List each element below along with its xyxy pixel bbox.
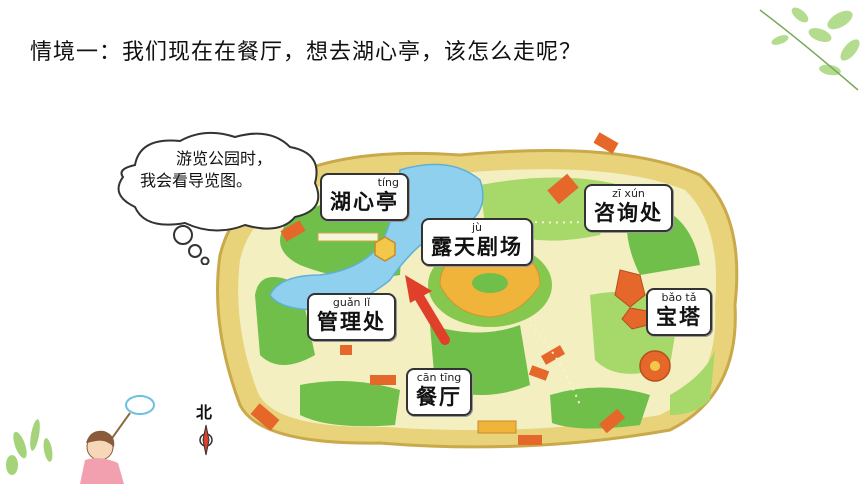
label-baota: bǎo tǎ 宝塔 [646,288,712,336]
place-name: 湖心亭 [330,190,399,214]
girl-dress [80,458,124,484]
place-name: 餐厅 [416,385,462,409]
pinyin: cān tīng [416,371,462,384]
thought-line-1: 游览公园时， [176,149,273,168]
building-roof [598,408,626,434]
label-huxinting: tíng 湖心亭 [320,173,409,221]
lake-pavilion-icon [374,236,396,262]
net-hoop [125,395,155,415]
girl-with-net-illustration [6,395,155,484]
building-roof [593,132,619,154]
building-roof [518,435,542,445]
place-name: 露天剧场 [431,235,523,259]
thought-bubble [117,131,320,265]
building-roof [340,345,352,355]
pagoda-building-icon [614,269,646,308]
question-title: 情境一：我们现在在餐厅，想去湖心亭，该怎么走呢？ [30,40,583,65]
pagoda-building-icon [621,307,649,330]
place-name: 咨询处 [594,201,663,225]
place-name: 宝塔 [656,305,702,329]
label-canting: cān tīng 餐厅 [406,368,472,416]
compass-needle-icon [199,424,213,456]
pinyin: zī xún [612,187,645,200]
decorative-leaves-top-right [759,7,860,91]
label-guanlichu: guǎn lǐ 管理处 [307,293,396,341]
grass-area [550,387,650,429]
label-zixunchu: zī xún 咨询处 [584,184,673,232]
place-name: 管理处 [317,310,386,334]
building-roof [540,345,566,365]
building-roof [547,173,579,205]
building-roof [370,375,396,385]
grass-area [300,381,400,427]
compass-north-label: 北 [196,403,213,422]
building-roof [528,365,550,381]
direction-arrow [405,275,450,345]
pinyin: bǎo tǎ [661,291,697,304]
thought-line-2: 我会看导览图。 [140,171,253,190]
grass-area [670,350,715,415]
thought-bubble-text: 游览公园时， 我会看导览图。 [140,148,272,192]
restaurant-building-icon [477,420,517,434]
building-roof [250,403,280,431]
bridge [317,232,379,242]
pinyin: guǎn lǐ [332,296,371,309]
building-roof [280,220,306,242]
pinyin: jù [471,221,483,234]
pinyin: tíng [377,176,399,189]
label-lutianjuchang: jù 露天剧场 [421,218,533,266]
